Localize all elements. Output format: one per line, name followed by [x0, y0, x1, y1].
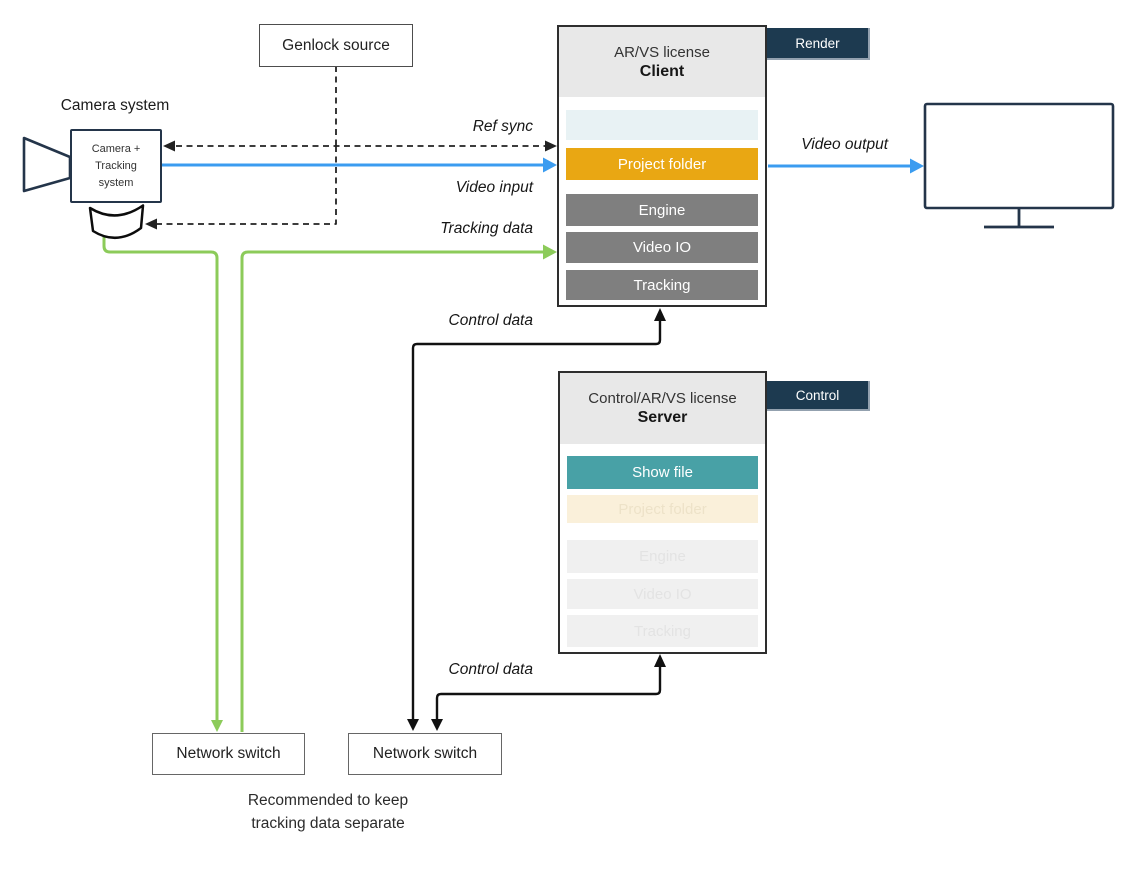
server-row-show-file: Show file [567, 456, 758, 489]
tracking-arrows [102, 236, 557, 732]
client-engine-label: Engine [638, 201, 686, 219]
video-input-label: Video input [455, 179, 533, 196]
camera-tracking-box: Camera + Tracking system [70, 129, 162, 203]
server-row-video-io: Video IO [567, 579, 758, 609]
client-video-io-label: Video IO [632, 239, 692, 256]
tracking-caption-line2: tracking data separate [251, 815, 405, 832]
tracking-data-arrowhead [543, 244, 557, 260]
render-tag: Render [767, 28, 870, 60]
monitor-icon [923, 102, 1115, 229]
control-arrows [407, 308, 666, 731]
genlock-source-box: Genlock source [259, 24, 413, 67]
network-switch-right-box: Network switch [348, 733, 502, 775]
client-role-label: Client [639, 62, 685, 80]
ref-sync-arrowhead-left [163, 140, 175, 152]
camera-system-label: Camera system [60, 97, 170, 114]
server-tracking-label: Tracking [634, 622, 691, 640]
server-engine-label: Engine [639, 548, 686, 565]
video-input-arrowhead [543, 157, 557, 173]
camera-box-line2: Tracking [95, 159, 137, 172]
monitor-screen [923, 102, 1115, 210]
client-row-showfile-empty [566, 110, 758, 140]
switch-to-client-tracking-line [240, 250, 543, 732]
client-control-arrowhead-down [407, 719, 419, 731]
camera-box-line3: system [98, 176, 134, 189]
client-row-video-io: Video IO [566, 232, 758, 263]
client-license-label: AR/VS license [614, 43, 710, 61]
client-control-line [411, 316, 662, 719]
server-role-label: Server [637, 409, 688, 426]
server-control-arrowhead-down [431, 719, 443, 731]
server-license-label: Control/AR/VS license [588, 390, 737, 407]
server-row-engine: Engine [567, 540, 758, 573]
video-output-label: Video output [801, 136, 888, 153]
tracking-caption-line1: Recommended to keep [247, 792, 409, 809]
server-header: Control/AR/VS license Server [560, 373, 765, 444]
network-switch-left-label: Network switch [176, 745, 281, 762]
server-project-folder-label: Project folder [618, 500, 707, 518]
control-data-upper-label: Control data [448, 312, 533, 329]
client-row-tracking: Tracking [566, 270, 758, 300]
video-output-arrowhead [910, 158, 924, 174]
client-project-folder-label: Project folder [617, 155, 707, 173]
server-video-io-label: Video IO [633, 585, 692, 603]
network-switch-right-label: Network switch [372, 745, 478, 762]
server-control-line [435, 662, 662, 719]
video-input-arrow [162, 157, 557, 173]
server-row-tracking: Tracking [567, 615, 758, 647]
client-header: AR/VS license Client [559, 27, 765, 97]
monitor-stand [984, 208, 1054, 229]
control-tag-label: Control [795, 387, 840, 403]
render-tag-label: Render [795, 35, 840, 51]
genlock-source-label: Genlock source [282, 36, 390, 54]
client-box: AR/VS license Client Project folder Engi… [557, 25, 767, 307]
tracking-caption: Recommended to keep tracking data separa… [168, 789, 488, 835]
server-control-arrowhead-up [654, 654, 666, 667]
tracking-data-label: Tracking data [440, 220, 533, 237]
camera-icon [22, 136, 145, 239]
ref-sync-arrowhead-right [545, 140, 557, 152]
tracker-sync-arrowhead [145, 218, 157, 230]
control-data-lower-label: Control data [448, 661, 533, 678]
tracker-sync-line [157, 146, 337, 225]
client-row-engine: Engine [566, 194, 758, 226]
camera-tracker-icon [88, 204, 145, 239]
control-tag: Control [767, 381, 870, 411]
tracker-to-switch-line [102, 236, 219, 720]
camera-lens-icon [22, 136, 72, 193]
network-switch-left-box: Network switch [152, 733, 305, 775]
camera-box-line1: Camera + [91, 142, 141, 155]
client-row-project-folder: Project folder [566, 148, 758, 180]
tracker-to-switch-arrowhead [211, 720, 223, 732]
server-row-project-folder: Project folder [567, 495, 758, 523]
ref-sync-dashed-connector [145, 66, 557, 230]
video-output-arrow [768, 158, 924, 174]
client-tracking-label: Tracking [633, 276, 691, 294]
server-box: Control/AR/VS license Server Show file P… [558, 371, 767, 654]
server-show-file-label: Show file [632, 464, 693, 481]
client-control-arrowhead-up [654, 308, 666, 321]
ref-sync-label: Ref sync [472, 118, 533, 135]
